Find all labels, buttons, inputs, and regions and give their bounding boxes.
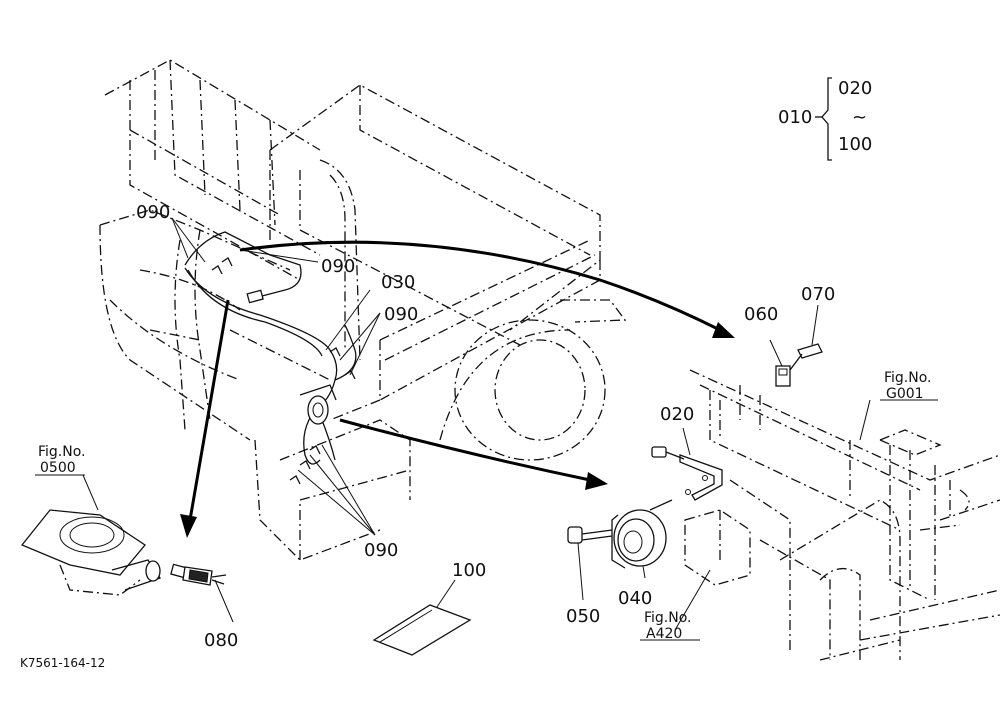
rear-frame-assembly [689, 369, 1000, 661]
range-to-label: 100 [838, 134, 872, 155]
part-100: 100 [452, 560, 486, 581]
figure-code: K7561-164-12 [20, 656, 105, 670]
fig-a420-title: Fig.No. [644, 610, 692, 626]
figure-ref-underlines [35, 399, 938, 641]
part-090-d: 090 [364, 540, 398, 561]
reference-arrows [180, 240, 735, 538]
part-040: 040 [618, 588, 652, 609]
relay-and-bolt [775, 343, 823, 387]
leader-lines [82, 217, 871, 631]
part-090-c: 090 [384, 304, 418, 325]
part-080: 080 [204, 630, 238, 651]
part-070: 070 [801, 284, 835, 305]
fig-0500-title: Fig.No. [38, 444, 86, 460]
labels: 010 020 ~ 100 090 090 030 090 090 060 07… [20, 78, 932, 670]
fig-g001-code: G001 [886, 386, 924, 402]
range-from-label: 020 [838, 78, 872, 99]
range-parent-label: 010 [778, 107, 812, 128]
utility-vehicle-bed [99, 59, 627, 561]
part-range-legend [815, 77, 832, 161]
part-090-b: 090 [321, 256, 355, 277]
fig-0500-code: 0500 [40, 460, 76, 476]
thermo-sensor-assembly [20, 509, 227, 596]
part-050: 050 [566, 606, 600, 627]
horn-assembly [567, 446, 751, 586]
fig-a420-code: A420 [646, 626, 682, 642]
part-030: 030 [381, 272, 415, 293]
wiring-harness [184, 231, 357, 485]
part-020: 020 [660, 404, 694, 425]
range-tilde: ~ [852, 107, 867, 128]
fig-g001-title: Fig.No. [884, 370, 932, 386]
part-090-a: 090 [136, 202, 170, 223]
part-060: 060 [744, 304, 778, 325]
manual-document [372, 604, 472, 656]
